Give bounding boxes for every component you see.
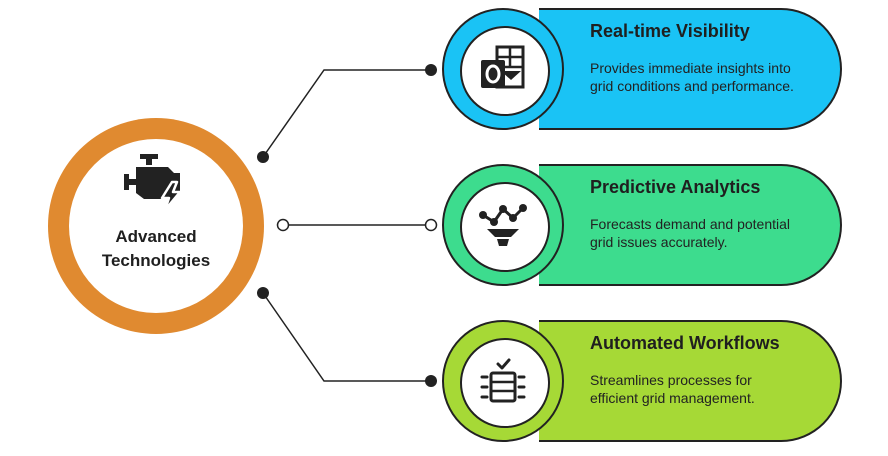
workflow-checklist-icon	[480, 358, 526, 403]
card-circle-inner	[460, 26, 550, 116]
card-pill	[539, 320, 842, 442]
engine-bolt-icon	[124, 154, 182, 212]
card-description: Forecasts demand and potential grid issu…	[590, 216, 791, 250]
card-predictive-analytics: Predictive Analytics Forecasts demand an…	[442, 164, 842, 286]
connector-top	[262, 69, 431, 158]
connector-dot-top-start	[257, 151, 269, 163]
card-title: Real-time Visibility	[590, 21, 750, 41]
card-title: Predictive Analytics	[590, 177, 761, 197]
connector-dot-middle-start	[276, 218, 290, 232]
card-title: Automated Workflows	[590, 333, 780, 353]
card-circle-inner	[460, 182, 550, 272]
card-real-time-visibility: Real-time Visibility Provides immediate …	[442, 8, 842, 130]
card-circle	[442, 164, 564, 286]
card-circle	[442, 320, 564, 442]
connector-dot-middle-end	[424, 218, 438, 232]
card-circle-inner	[460, 338, 550, 428]
funnel-chart-icon	[479, 204, 527, 246]
card-automated-workflows: Automated Workflows Streamlines processe…	[442, 320, 842, 442]
connector-dot-bottom-end	[425, 375, 437, 387]
card-pill	[539, 164, 842, 286]
card-pill	[539, 8, 842, 130]
card-description: Provides immediate insights into grid co…	[590, 60, 794, 94]
card-description: Streamlines processes for efficient grid…	[590, 372, 755, 406]
connector-dot-bottom-start	[257, 287, 269, 299]
connector-dot-top-end	[425, 64, 437, 76]
outlook-grid-icon	[481, 45, 525, 89]
connector-bottom	[262, 292, 431, 382]
hub-label: Advanced Technologies	[101, 227, 211, 270]
